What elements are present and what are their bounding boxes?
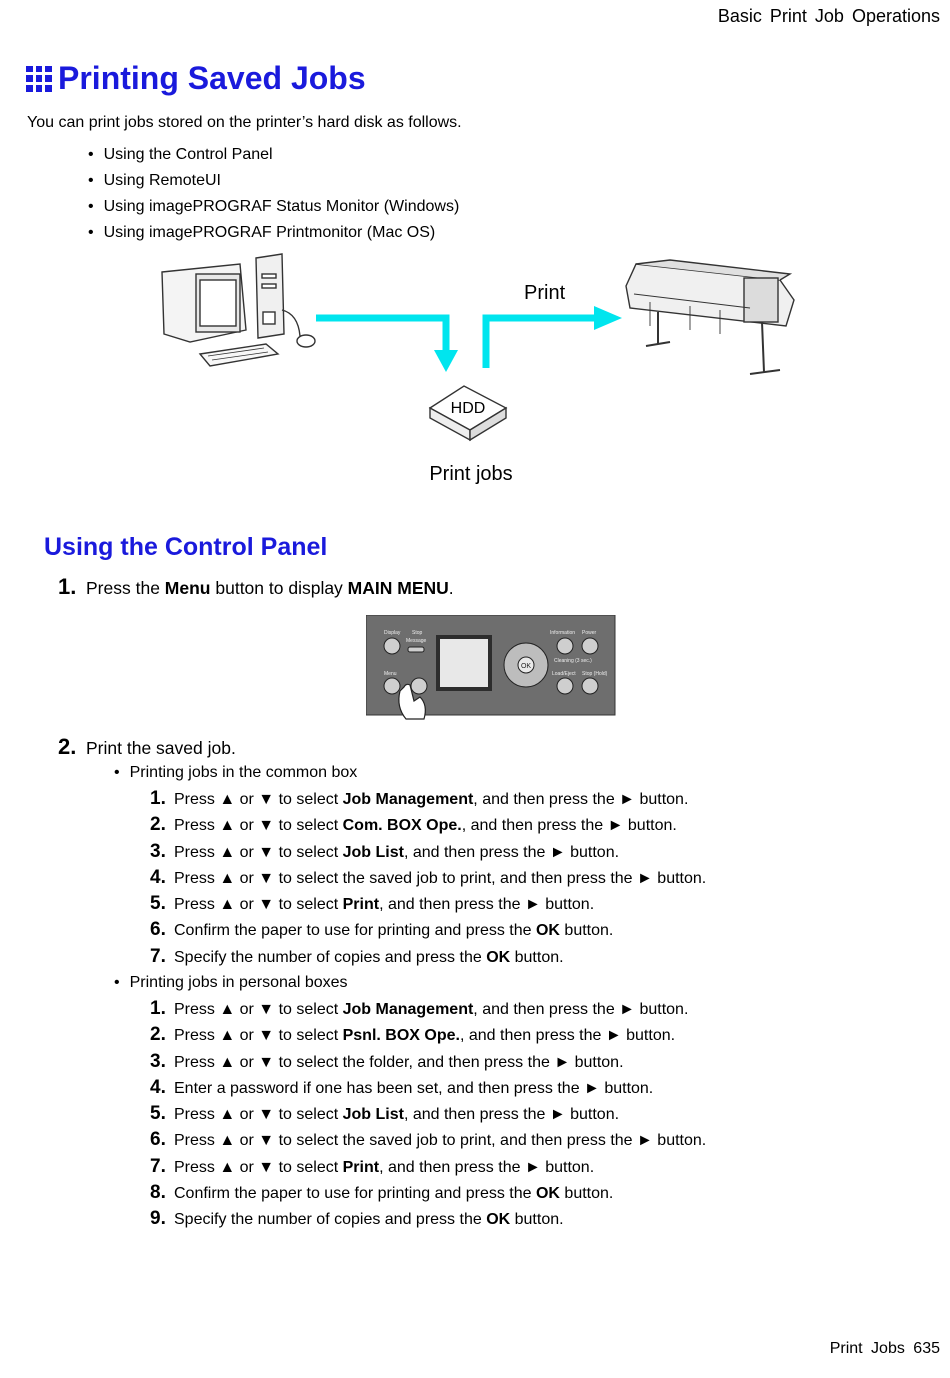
list-item: 2.Press ▲ or ▼ to select Com. BOX Ope., …	[150, 814, 677, 836]
method-item: Using RemoteUI	[88, 170, 459, 196]
arrow-to-printer	[482, 314, 598, 368]
list-item: 1.Press ▲ or ▼ to select Job Management,…	[150, 788, 689, 809]
print-arrows	[316, 306, 622, 372]
pointing-hand-icon	[398, 683, 426, 720]
load-eject-button[interactable]	[556, 677, 574, 695]
main-menu-term: MAIN MENU	[347, 578, 449, 598]
svg-text:Stop (Hold): Stop (Hold)	[582, 671, 608, 677]
list-item: 9.Specify the number of copies and press…	[150, 1208, 564, 1230]
intro-text: You can print jobs stored on the printer…	[27, 114, 462, 131]
method-item: Using the Control Panel	[88, 144, 459, 170]
printer-icon	[625, 259, 795, 375]
list-item: 7.Press ▲ or ▼ to select Print, and then…	[150, 1155, 595, 1177]
menu-button[interactable]	[383, 677, 401, 695]
list-item: 5.Press ▲ or ▼ to select Job List, and t…	[150, 1103, 620, 1125]
ok-button[interactable]	[517, 656, 535, 674]
display-button[interactable]	[383, 637, 401, 655]
personal-box-steps: 1.Press ▲ or ▼ to select Job Management,…	[150, 997, 706, 1234]
list-item: 7.Specify the number of copies and press…	[150, 945, 564, 967]
print-flow-diagram: Print HDD Print jobs	[161, 253, 795, 485]
list-item: 3.Press ▲ or ▼ to select Job List, and t…	[150, 840, 620, 862]
list-item: 5.Press ▲ or ▼ to select Print, and then…	[150, 893, 595, 915]
svg-text:Message: Message	[406, 638, 427, 644]
svg-text:OK: OK	[521, 663, 531, 670]
methods-list: Using the Control Panel Using RemoteUI U…	[88, 144, 460, 248]
list-item: 4.Press ▲ or ▼ to select the saved job t…	[150, 866, 707, 888]
control-panel-illustration: OK Display Stop Message Information Powe…	[366, 615, 616, 720]
arrow-head-hdd	[434, 350, 458, 372]
arrow-head-printer	[594, 306, 622, 330]
print-label: Print	[524, 282, 566, 304]
list-item: 8.Confirm the paper to use for printing …	[150, 1182, 614, 1204]
common-box-heading: Printing jobs in the common box	[114, 764, 358, 782]
title-block: Printing Saved Jobs	[26, 60, 366, 97]
page-title: Printing Saved Jobs	[58, 60, 366, 96]
step-1: 1.Press the Menu button to display MAIN …	[58, 574, 454, 599]
svg-text:Information: Information	[550, 630, 575, 636]
footer-section: Print Jobs	[829, 1340, 905, 1357]
grid-icon	[26, 65, 52, 92]
list-item: 1.Press ▲ or ▼ to select Job Management,…	[150, 998, 689, 1019]
list-item: 6.Confirm the paper to use for printing …	[150, 919, 614, 941]
list-item: 4.Enter a password if one has been set, …	[150, 1076, 654, 1098]
svg-text:Cleaning (3 sec.): Cleaning (3 sec.)	[554, 658, 592, 664]
section-heading: Using the Control Panel	[44, 533, 328, 561]
personal-box-heading: Printing jobs in personal boxes	[114, 974, 348, 992]
stop-button[interactable]	[407, 646, 425, 653]
method-item: Using imagePROGRAF Status Monitor (Windo…	[88, 196, 460, 222]
page-footer: Print Jobs 635	[830, 1340, 940, 1358]
common-box-steps: 1.Press ▲ or ▼ to select Job Management,…	[150, 787, 706, 971]
list-item: 6.Press ▲ or ▼ to select the saved job t…	[150, 1129, 707, 1151]
step-number: 1.	[58, 574, 77, 599]
svg-text:Display: Display	[384, 630, 401, 636]
svg-text:Stop: Stop	[412, 630, 423, 636]
menu-term: Menu	[164, 578, 211, 598]
method-item: Using imagePROGRAF Printmonitor (Mac OS)	[88, 222, 459, 248]
svg-text:Menu: Menu	[384, 671, 397, 677]
computer-icon	[161, 253, 316, 367]
back-button[interactable]	[410, 677, 428, 695]
arrow-to-hdd	[316, 314, 450, 354]
svg-text:Power: Power	[582, 630, 597, 636]
list-item: 3.Press ▲ or ▼ to select the folder, and…	[150, 1050, 624, 1072]
power-button[interactable]	[581, 637, 599, 655]
step-number: 2.	[58, 734, 77, 759]
running-header: Basic Print Job Operations	[717, 6, 940, 26]
hdd-icon	[428, 385, 508, 442]
list-item: 2.Press ▲ or ▼ to select Psnl. BOX Ope.,…	[150, 1024, 676, 1046]
print-jobs-label: Print jobs	[429, 463, 512, 485]
hdd-label: HDD	[451, 400, 486, 417]
svg-text:Load/Eject: Load/Eject	[552, 671, 576, 677]
information-button[interactable]	[556, 637, 574, 655]
page-number: 635	[913, 1340, 940, 1357]
step-2: 2.Print the saved job.	[58, 734, 236, 759]
stop-hold-button[interactable]	[581, 677, 599, 695]
